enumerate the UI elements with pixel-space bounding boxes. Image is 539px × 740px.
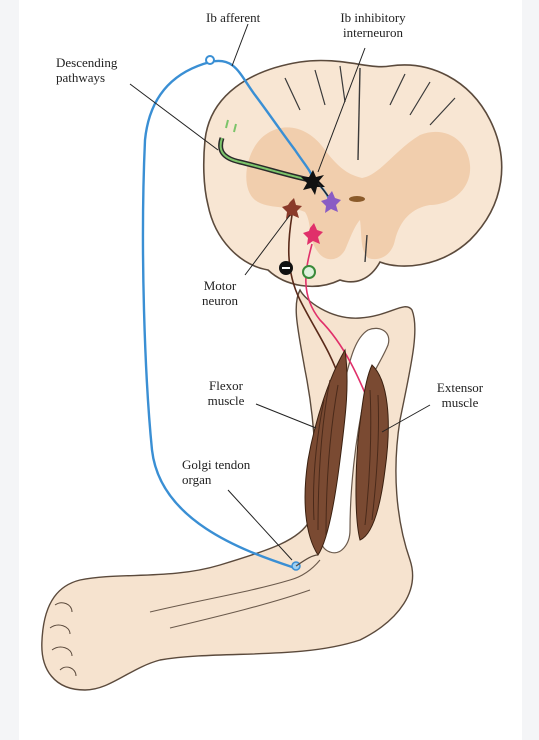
spinal-cord (204, 60, 502, 286)
label-flexor: Flexor muscle (196, 378, 256, 408)
central-canal (349, 196, 365, 202)
label-ib-interneuron: Ib inhibitory interneuron (318, 10, 428, 40)
leader-ib-afferent (232, 24, 248, 66)
excitatory-synapse-icon (303, 266, 315, 278)
label-motor-line2: neuron (190, 293, 250, 308)
label-ib-afferent: Ib afferent (206, 10, 260, 25)
label-flexor-line1: Flexor (196, 378, 256, 393)
label-ib-interneuron-line2: interneuron (318, 25, 428, 40)
minus-sign (282, 267, 290, 269)
label-descending-line2: pathways (56, 70, 117, 85)
label-flexor-line2: muscle (196, 393, 256, 408)
leader-flexor (256, 404, 316, 428)
label-descending: Descending pathways (56, 55, 117, 85)
label-extensor: Extensor muscle (425, 380, 495, 410)
label-golgi-line1: Golgi tendon (182, 457, 250, 472)
label-motor-line1: Motor (190, 278, 250, 293)
leader-descending (130, 84, 218, 150)
label-descending-line1: Descending (56, 55, 117, 70)
label-ib-interneuron-line1: Ib inhibitory (318, 10, 428, 25)
label-extensor-line1: Extensor (425, 380, 495, 395)
leader-golgi (228, 490, 292, 560)
label-golgi: Golgi tendon organ (182, 457, 250, 487)
label-extensor-line2: muscle (425, 395, 495, 410)
label-motor-neuron: Motor neuron (190, 278, 250, 308)
label-golgi-line2: organ (182, 472, 250, 487)
dorsal-root-ganglion-icon (206, 56, 214, 64)
